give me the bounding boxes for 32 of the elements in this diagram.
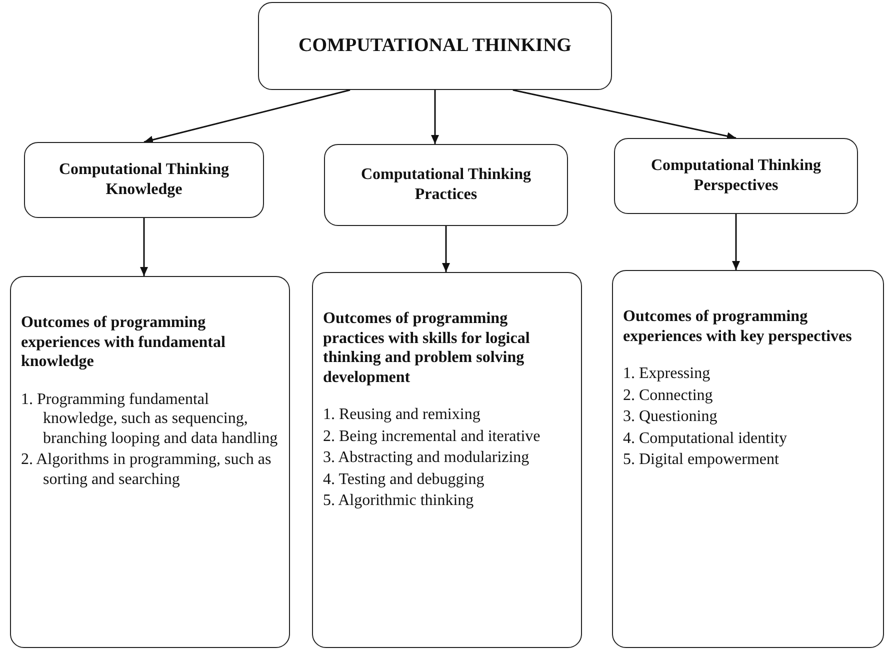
arrow	[140, 218, 148, 276]
arrow	[512, 89, 736, 140]
list-item: 3. Abstracting and modularizing	[323, 448, 530, 468]
list-item: 1. Reusing and remixing	[323, 405, 482, 425]
arrow	[431, 90, 439, 144]
category-label: Computational Thinking Perspectives	[650, 156, 822, 196]
list-item: 5. Digital empowerment	[623, 450, 780, 470]
list-item: 1. Programming fundamental knowledge, such as sequencing, branching looping and data handling	[21, 390, 279, 448]
title-text: COMPUTATIONAL THINKING	[298, 34, 572, 58]
list-item: 2. Being incremental and iterative	[323, 426, 542, 446]
title-box	[258, 2, 612, 90]
category-box	[24, 142, 264, 218]
list-item: 3. Questioning	[623, 407, 718, 427]
outcome-box	[312, 272, 582, 648]
category-label: Computational Thinking Practices	[360, 165, 532, 205]
category-box	[614, 138, 858, 214]
list-item: 1. Expressing	[623, 364, 712, 384]
outcome-box	[10, 276, 290, 648]
list-item: 5. Algorithmic thinking	[323, 491, 475, 511]
category-label: Computational Thinking Knowledge	[58, 160, 230, 200]
outcome-heading: Outcomes of programming experiences with fundamental knowledge	[21, 313, 226, 372]
arrow	[144, 89, 350, 144]
list-item: 4. Testing and debugging	[323, 470, 486, 490]
arrow	[442, 226, 450, 272]
outcome-heading: Outcomes of programming experiences with key perspectives	[623, 307, 853, 346]
list-item: 4. Computational identity	[623, 428, 788, 448]
arrow	[732, 214, 740, 270]
outcome-heading: Outcomes of programming practices with skills for logical thinking and problem solving development	[323, 309, 531, 388]
outcome-box	[612, 270, 884, 648]
list-item: 2. Connecting	[623, 386, 714, 406]
category-box	[324, 144, 568, 226]
list-item: 2. Algorithms in programming, such as sorting and searching	[21, 450, 272, 490]
